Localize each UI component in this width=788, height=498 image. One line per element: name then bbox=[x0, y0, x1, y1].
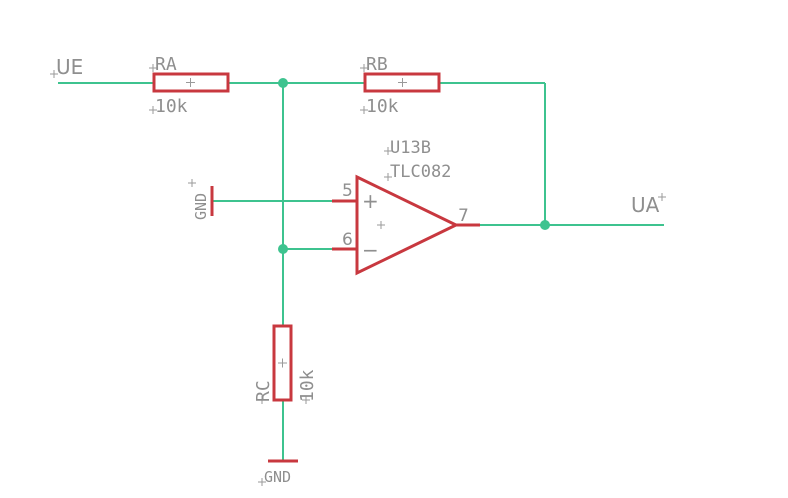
origin-marker bbox=[278, 358, 287, 368]
origin-marker bbox=[658, 193, 666, 201]
origin-marker bbox=[149, 64, 157, 72]
origin-marker bbox=[377, 221, 385, 229]
pin-number-5: 5 bbox=[342, 181, 353, 201]
junction-output bbox=[540, 220, 550, 230]
origin-marker bbox=[384, 147, 392, 155]
opamp-triangle bbox=[355, 174, 460, 276]
resistor-rb-body bbox=[363, 72, 441, 93]
ground-symbol-bottom[interactable]: GND bbox=[258, 459, 298, 486]
net-label-ua[interactable]: UA bbox=[631, 193, 666, 217]
pin-number-7: 7 bbox=[458, 206, 469, 226]
resistor-ra-value: 10k bbox=[155, 96, 188, 117]
opamp-u13b[interactable]: + − 5 6 7 U13B TLC082 bbox=[332, 138, 480, 276]
junction-inverting-node bbox=[278, 244, 288, 254]
pin-number-6: 6 bbox=[342, 230, 353, 250]
wires bbox=[58, 82, 664, 461]
ground-symbol-left[interactable]: GND bbox=[188, 179, 214, 220]
origin-marker bbox=[360, 106, 368, 114]
origin-marker bbox=[188, 179, 196, 187]
origin-marker bbox=[50, 70, 58, 78]
opamp-plus-sign: + bbox=[362, 189, 379, 213]
ground-bottom-label: GND bbox=[264, 468, 291, 486]
resistor-rc-name: RC bbox=[253, 380, 274, 402]
origin-marker bbox=[398, 78, 407, 87]
origin-marker bbox=[186, 78, 195, 87]
origin-marker bbox=[384, 173, 392, 181]
junctions bbox=[278, 78, 550, 254]
resistor-ra-body bbox=[152, 72, 230, 93]
net-label-ue[interactable]: UE bbox=[50, 55, 83, 79]
net-label-ua-text: UA bbox=[631, 193, 660, 217]
opamp-value: TLC082 bbox=[390, 162, 451, 182]
net-label-ue-text: UE bbox=[56, 55, 83, 79]
resistor-rc-value: 10k bbox=[297, 369, 318, 402]
resistor-rb-value: 10k bbox=[366, 96, 399, 117]
resistor-ra-name: RA bbox=[155, 54, 177, 75]
opamp-minus-sign: − bbox=[362, 238, 379, 262]
resistor-rb-name: RB bbox=[366, 54, 388, 75]
origin-marker bbox=[258, 396, 266, 404]
origin-marker bbox=[302, 396, 310, 404]
resistor-rc[interactable]: RC 10k bbox=[253, 324, 318, 404]
resistor-rc-body bbox=[272, 324, 293, 402]
resistor-ra[interactable]: RA 10k bbox=[149, 54, 230, 117]
origin-marker bbox=[360, 64, 368, 72]
resistor-rb[interactable]: RB 10k bbox=[360, 54, 441, 117]
origin-marker bbox=[149, 106, 157, 114]
junction-ra-rb bbox=[278, 78, 288, 88]
origin-marker bbox=[258, 478, 266, 486]
opamp-name: U13B bbox=[390, 138, 431, 158]
ground-left-label: GND bbox=[192, 193, 210, 220]
